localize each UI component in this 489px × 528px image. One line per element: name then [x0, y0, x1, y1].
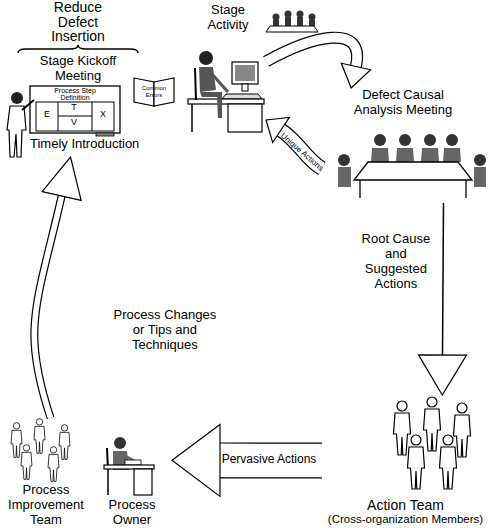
- illustrated-group: Defect Causal Analysis Meeting: [322, 88, 484, 203]
- board-letter: T: [67, 103, 81, 112]
- group-label: Action Team: [367, 497, 444, 513]
- group-label: Process Improvement Team: [1, 483, 91, 528]
- flow-arrow: [172, 424, 322, 496]
- arrow-line: [442, 203, 444, 355]
- book-title: Common Errors: [136, 85, 172, 98]
- open-book: [134, 78, 174, 106]
- group-label: Stage Activity: [193, 3, 263, 33]
- illustrated-group: Stage Activity: [190, 3, 266, 133]
- arrow-body: [34, 196, 61, 418]
- arrow-head: [172, 424, 220, 496]
- brace: [18, 45, 138, 53]
- team-figures: [11, 419, 70, 482]
- workstation-figure: [188, 51, 264, 132]
- illustrated-group: Process Improvement Team: [0, 418, 92, 528]
- arrow-head: [419, 355, 467, 395]
- group-label: (Cross-organization Members): [328, 513, 483, 526]
- team-figures: [394, 397, 471, 489]
- note-label: Timely Introduction: [30, 137, 160, 152]
- meeting-table: [338, 134, 486, 198]
- edge-label: Pervasive Actions: [216, 454, 322, 468]
- illustrated-group: Action Team(Cross-organization Members): [322, 395, 489, 526]
- edge-label: Unique Actions: [273, 125, 332, 178]
- flow-arrow: [34, 157, 81, 418]
- flow-arrow: [266, 38, 371, 88]
- group-label: Defect Causal Analysis Meeting: [338, 88, 468, 118]
- meeting-icon: [266, 11, 318, 33]
- board-letter: V: [67, 118, 81, 127]
- group-label: Process Owner: [95, 498, 170, 528]
- board-letter: E: [40, 110, 54, 119]
- board-title: Process Step Definition: [50, 87, 100, 101]
- arrow-head: [341, 63, 370, 88]
- arrow-head: [42, 157, 81, 200]
- goal-heading: Reduce Defect Insertion: [40, 0, 116, 44]
- edge-label: Root Cause and Suggested Actions: [353, 232, 438, 292]
- group-label: Stage Kickoff Meeting: [21, 54, 136, 84]
- edge-label: Process Changes or Tips and Techniques: [109, 308, 221, 353]
- presentation-board: [30, 86, 120, 136]
- presenter-figure: [7, 92, 34, 157]
- board-letter: X: [96, 110, 110, 119]
- arrow-outline: [34, 196, 61, 418]
- arrow-outline: [266, 38, 357, 67]
- owner-figure: [104, 437, 154, 495]
- arrow-body: [266, 38, 357, 67]
- illustrated-group: Process Owner: [92, 418, 172, 528]
